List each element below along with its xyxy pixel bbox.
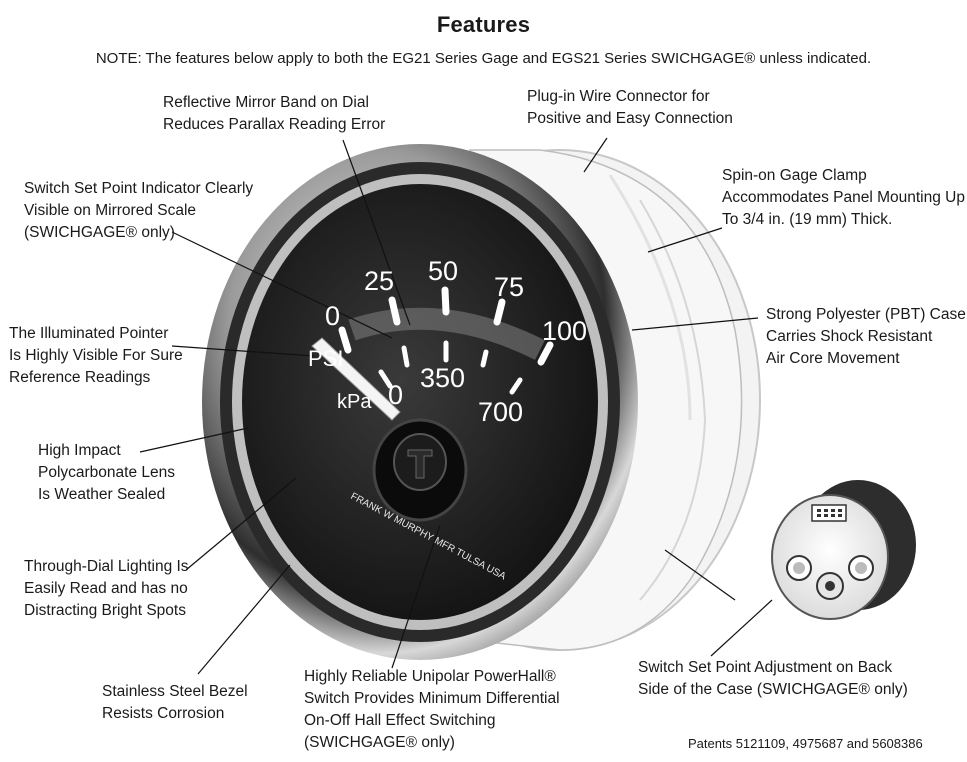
callout-line: Switch Set Point Indicator Clearly: [24, 180, 254, 197]
callout-stainless-bezel: Stainless Steel Bezel Resists Corrosion: [102, 681, 248, 725]
gauge-dial: [242, 184, 598, 620]
callout-dial-lighting: Through-Dial Lighting Is Easily Read and…: [24, 556, 189, 622]
callout-line: Easily Read and has no: [24, 580, 188, 597]
case-back-inset: [771, 480, 916, 620]
callout-line: Is Highly Visible For Sure: [9, 347, 183, 364]
callout-line: Side of the Case (SWICHGAGE® only): [638, 681, 908, 698]
callout-line: Switch Provides Minimum Differential: [304, 690, 560, 707]
callout-line: Visible on Mirrored Scale: [24, 202, 197, 219]
callout-line: (SWICHGAGE® only): [304, 734, 455, 751]
outer-scale-100: 100: [542, 316, 587, 346]
callout-line: Reduces Parallax Reading Error: [163, 116, 386, 133]
callout-gage-clamp: Spin-on Gage Clamp Accommodates Panel Mo…: [722, 165, 965, 231]
inner-scale-0: 0: [388, 380, 403, 410]
callout-line: Highly Reliable Unipolar PowerHall®: [304, 668, 556, 685]
inner-scale-700: 700: [478, 397, 523, 427]
callout-line: Positive and Easy Connection: [527, 110, 733, 127]
callout-line: Spin-on Gage Clamp: [722, 167, 867, 184]
page-title: Features: [436, 12, 531, 37]
callout-line: Stainless Steel Bezel: [102, 683, 248, 700]
outer-scale-50: 50: [428, 256, 458, 286]
callout-line: Distracting Bright Spots: [24, 602, 186, 619]
callout-line: Switch Set Point Adjustment on Back: [638, 659, 893, 676]
callout-line: Air Core Movement: [766, 350, 900, 367]
callout-line: To 3/4 in. (19 mm) Thick.: [722, 211, 893, 228]
callout-set-point-indicator: Switch Set Point Indicator Clearly Visib…: [24, 178, 253, 244]
callout-powerhall-switch: Highly Reliable Unipolar PowerHall® Swit…: [304, 666, 560, 754]
callout-line: Polycarbonate Lens: [38, 464, 176, 481]
callout-line: On-Off Hall Effect Switching: [304, 712, 496, 729]
callout-line: High Impact: [38, 442, 121, 459]
callout-line: (SWICHGAGE® only): [24, 224, 175, 241]
outer-scale-75: 75: [494, 272, 524, 302]
callout-pbt-case: Strong Polyester (PBT) Case Carries Shoc…: [766, 304, 966, 370]
features-note: NOTE: The features below apply to both t…: [95, 50, 872, 67]
callout-line: Through-Dial Lighting Is: [24, 558, 189, 575]
callout-line: Accommodates Panel Mounting Up: [722, 189, 965, 206]
callout-wire-connector: Plug-in Wire Connector for Positive and …: [527, 86, 733, 130]
callout-line: The Illuminated Pointer: [9, 325, 169, 342]
callout-polycarbonate-lens: High Impact Polycarbonate Lens Is Weathe…: [38, 440, 175, 506]
inner-scale-350: 350: [420, 363, 465, 393]
callout-line: Carries Shock Resistant: [766, 328, 933, 345]
illuminated-pointer: [311, 337, 401, 421]
callout-set-point-adjustment: Switch Set Point Adjustment on Back Side…: [638, 657, 908, 701]
callout-line: Reference Readings: [9, 369, 151, 386]
unit-kpa: kPa: [337, 391, 372, 413]
outer-scale-25: 25: [364, 266, 394, 296]
callout-mirror-band: Reflective Mirror Band on Dial Reduces P…: [163, 92, 385, 136]
leader-lines: [139, 137, 773, 675]
callout-line: Strong Polyester (PBT) Case: [766, 306, 966, 323]
unit-psi: PSI: [308, 346, 343, 371]
callout-line: Reflective Mirror Band on Dial: [163, 94, 369, 111]
callout-illuminated-pointer: The Illuminated Pointer Is Highly Visibl…: [9, 323, 183, 389]
maker-text: FRANK W MURPHY MFR TULSA USA: [349, 491, 508, 583]
patents-note: Patents 5121109, 4975687 and 5608386: [688, 736, 923, 751]
callout-line: Plug-in Wire Connector for: [527, 88, 710, 105]
callout-line: Is Weather Sealed: [38, 486, 166, 503]
outer-scale-0: 0: [325, 301, 340, 331]
callout-line: Resists Corrosion: [102, 705, 225, 722]
